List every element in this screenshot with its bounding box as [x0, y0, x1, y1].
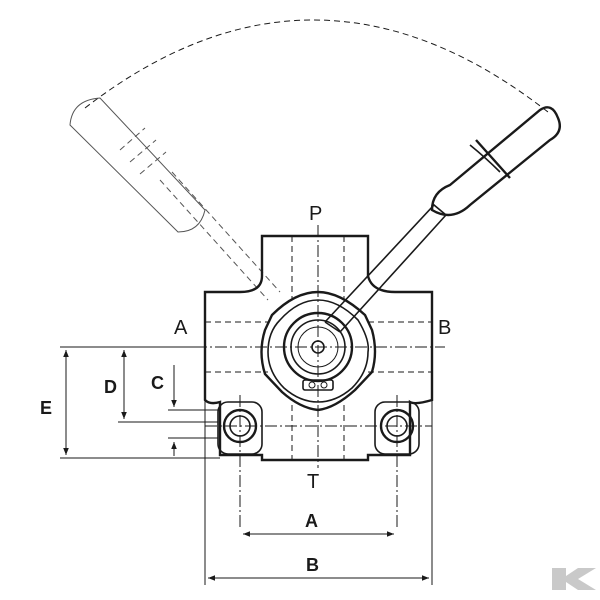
- dimension-extensions-left: [60, 346, 433, 585]
- dimension-b-label: B: [306, 555, 319, 575]
- swing-arc: [84, 19, 549, 113]
- dimension-b: B: [208, 555, 429, 581]
- ghost-lever-left: [69, 97, 281, 301]
- dimension-c-label: C: [151, 373, 164, 393]
- brand-k-logo-icon: [552, 568, 596, 590]
- port-label-b: B: [438, 317, 451, 339]
- center-lines: [195, 225, 445, 530]
- dimension-d: D: [104, 350, 127, 419]
- port-label-a: A: [174, 317, 188, 339]
- dimension-c: C: [151, 365, 177, 456]
- port-label-t: T: [307, 471, 319, 493]
- dimension-e-label: E: [40, 398, 52, 418]
- dimension-d-label: D: [104, 377, 117, 397]
- dimension-a: A: [243, 511, 394, 537]
- spindle: [282, 311, 354, 391]
- lever-right: [324, 106, 561, 333]
- dimension-a-label: A: [305, 511, 318, 531]
- dimension-e: E: [40, 350, 69, 455]
- port-label-p: P: [309, 203, 322, 225]
- port-bores: [205, 236, 432, 460]
